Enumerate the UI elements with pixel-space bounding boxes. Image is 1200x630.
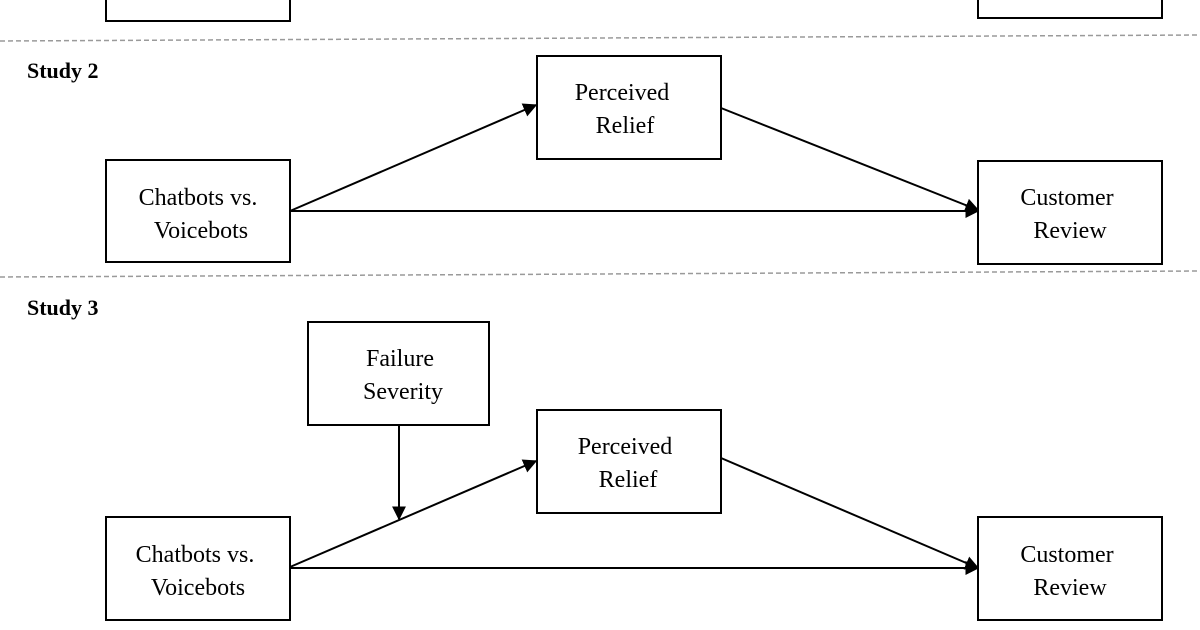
study-2-predictor-box: Chatbots vs. Voicebots (105, 159, 291, 263)
study-3-outcome-line-1: Customer (1020, 542, 1113, 568)
study-3-path-b (720, 457, 980, 570)
divider-top (0, 34, 1200, 42)
svg-text:Perceived Relief: Perceived Relief (578, 434, 679, 493)
study-2-path-a (289, 103, 538, 212)
study-3-moderator-line-1: Failure (366, 346, 434, 372)
study-2-label: Study 2 (27, 58, 99, 83)
study-3-path-a (289, 459, 538, 568)
previous-study-partial (105, 0, 1163, 22)
study-3-outcome-box: Customer Review (977, 516, 1163, 621)
svg-text:Chatbots vs. Voicebots: Chatbots vs. Voicebots (136, 542, 261, 601)
svg-text:Chatbots vs. Voicebots: Chatbots vs. Voicebots (139, 185, 264, 244)
svg-text:Perceived Relief: Perceived Relief (575, 80, 676, 139)
study-2-outcome-box: Customer Review (977, 160, 1163, 265)
study-2-predictor-line-1: Chatbots vs. (139, 185, 258, 211)
study-3-predictor-box: Chatbots vs. Voicebots (105, 516, 291, 621)
study-2-section: Study 2 Perceived Relief Chatbots vs. Vo… (27, 55, 1163, 265)
svg-text:Customer Review: Customer Review (1020, 185, 1119, 244)
study-3-section: Study 3 Failure Severity Perceived Relie… (27, 295, 1163, 621)
study-2-outcome-line-1: Customer (1020, 185, 1113, 211)
divider-middle (0, 270, 1200, 278)
study-2-outcome-line-2: Review (1033, 218, 1107, 244)
study-2-mediator-box: Perceived Relief (536, 55, 722, 160)
study-3-mediator-line-1: Perceived (578, 434, 673, 460)
previous-left-box (105, 0, 291, 22)
study-3-predictor-line-1: Chatbots vs. (136, 542, 255, 568)
svg-text:Customer Review: Customer Review (1020, 542, 1119, 601)
study-3-moderator-box: Failure Severity (307, 321, 490, 426)
study-2-path-b (720, 107, 980, 212)
study-3-moderator-line-2: Severity (363, 379, 443, 405)
study-2-predictor-line-2: Voicebots (154, 218, 248, 244)
svg-text:Failure Severity: Failure Severity (363, 346, 443, 405)
study-3-label: Study 3 (27, 295, 99, 320)
study-3-predictor-line-2: Voicebots (151, 575, 245, 601)
study-3-mediator-line-2: Relief (599, 467, 658, 493)
previous-right-box (977, 0, 1163, 19)
study-3-mediator-box: Perceived Relief (536, 409, 722, 514)
study-2-mediator-line-1: Perceived (575, 80, 670, 106)
study-3-outcome-line-2: Review (1033, 575, 1107, 601)
study-2-mediator-line-2: Relief (596, 113, 655, 139)
